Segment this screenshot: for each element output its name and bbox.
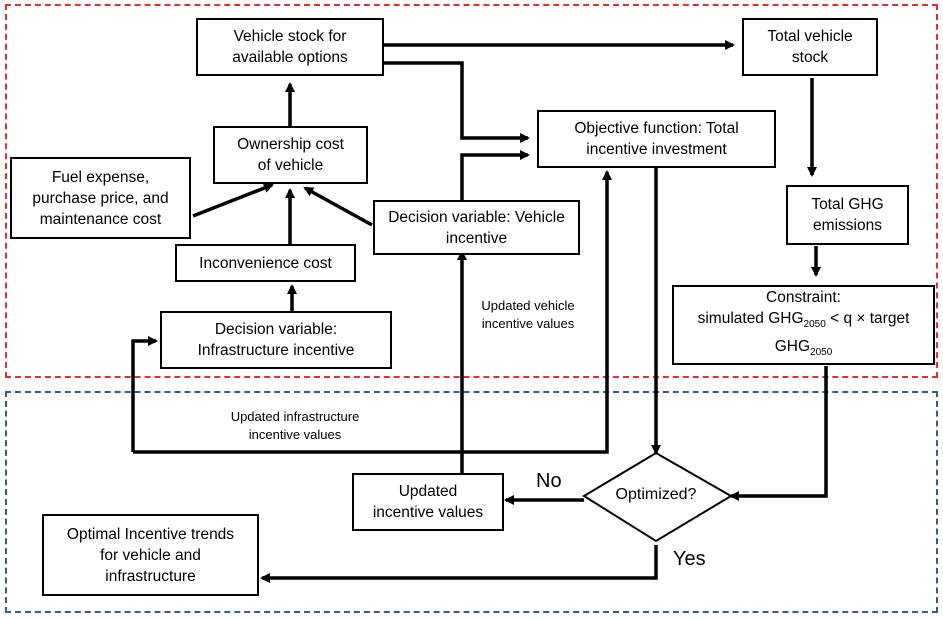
ownership-cost-box: Ownership cost of vehicle [213,126,368,184]
total-vehicle-stock-box: Total vehicle stock [742,18,878,76]
total-ghg-box: Total GHG emissions [786,185,909,245]
constraint-box: Constraint: simulated GHG2050 < q × targ… [672,285,935,365]
arrow-fuel-to-ownership [192,183,274,218]
constraint-year-subscript-2: 2050 [810,346,833,358]
arrow-feedback-to-infra [131,336,158,452]
decision-vehicle-box: Decision variable: Vehicle incentive [373,200,580,255]
updated-vehicle-label: Updated vehicle incentive values [481,298,575,331]
arrow-stock-to-objective [384,61,530,143]
constraint-simulated-label: simulated GHG [697,310,804,328]
optimized-diamond [582,451,733,543]
decision-infrastructure-box: Decision variable: Infrastructure incent… [160,311,392,369]
vehicle-stock-box: Vehicle stock for available options [196,18,384,76]
updated-infrastructure-label: Updated infrastructure incentive values [230,409,360,442]
no-label: No [536,470,562,492]
simulation-region [5,4,938,378]
arrow-optimized-to-optimal [260,545,658,583]
inconvenience-cost-box: Inconvenience cost [175,244,356,282]
arrow-feedback-to-objective [133,170,612,454]
arrow-decision-vehicle-to-ownership [303,186,373,227]
arrow-decision-vehicle-to-objective [460,150,530,200]
optimized-label: Optimized? [615,486,697,503]
constraint-target-label: < q × target [825,310,910,328]
arrow-constraint-to-optimized [729,366,828,501]
constraint-year-subscript: 2050 [803,319,826,331]
fuel-expense-box: Fuel expense, purchase price, and mainte… [10,157,191,239]
objective-function-box: Objective function: Total incentive inve… [537,110,776,168]
yes-label: Yes [673,548,706,570]
constraint-ghg-label: GHG [774,337,811,355]
optimization-region [5,391,938,613]
optimal-incentive-box: Optimal Incentive trends for vehicle and… [42,514,259,596]
updated-incentive-box: Updated incentive values [352,473,504,531]
